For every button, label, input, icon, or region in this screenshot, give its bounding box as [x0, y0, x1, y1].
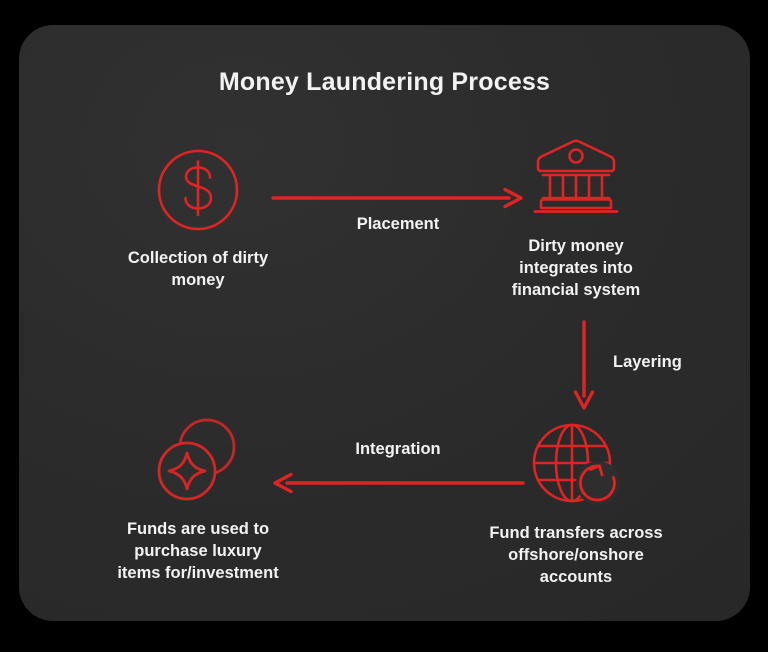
globe-transfer-icon-wrap: [461, 417, 691, 513]
dollar-circle-icon: [154, 146, 242, 234]
node-transfers-caption: Fund transfers across offshore/onshore a…: [461, 523, 691, 589]
node-transfers: Fund transfers across offshore/onshore a…: [461, 417, 691, 589]
node-luxury-caption: Funds are used to purchase luxury items …: [83, 519, 313, 585]
arrow-integration: Integration: [271, 440, 525, 502]
caption-line: purchase luxury: [134, 541, 262, 560]
bank-building-icon: [530, 138, 622, 218]
node-dirty-money: Collection of dirty money: [83, 142, 313, 292]
caption-line: financial system: [511, 280, 641, 299]
caption-line: integrates into: [519, 258, 633, 277]
arrow-layering: Layering: [571, 320, 711, 415]
diagram-card: Money Laundering Process Collection of d…: [19, 25, 750, 621]
caption-line: offshore/onshore: [508, 545, 644, 564]
node-bank: Dirty money integrates into financial sy…: [461, 130, 691, 302]
arrow-label-placement: Placement: [356, 215, 440, 233]
caption-line: Dirty money: [528, 237, 624, 255]
bank-building-icon-wrap: [461, 130, 691, 226]
arrow-label-integration: Integration: [355, 440, 441, 458]
node-dirty-money-caption: Collection of dirty money: [83, 248, 313, 292]
dollar-circle-icon-wrap: [83, 142, 313, 238]
luxury-coins-sparkle-icon-wrap: [83, 413, 313, 509]
caption-line: accounts: [539, 567, 613, 586]
caption-line: Collection of dirty: [127, 249, 269, 267]
caption-line: Fund transfers across: [489, 524, 663, 542]
caption-line: money: [171, 270, 225, 289]
arrow-label-layering: Layering: [613, 353, 682, 371]
caption-line: items for/investment: [117, 563, 279, 582]
luxury-coins-sparkle-icon: [150, 415, 246, 507]
node-luxury: Funds are used to purchase luxury items …: [83, 413, 313, 585]
page-title: Money Laundering Process: [218, 68, 551, 96]
globe-transfer-icon: [528, 419, 624, 511]
node-bank-caption: Dirty money integrates into financial sy…: [461, 236, 691, 302]
arrow-placement: Placement: [271, 185, 525, 247]
caption-line: Funds are used to: [126, 520, 270, 538]
